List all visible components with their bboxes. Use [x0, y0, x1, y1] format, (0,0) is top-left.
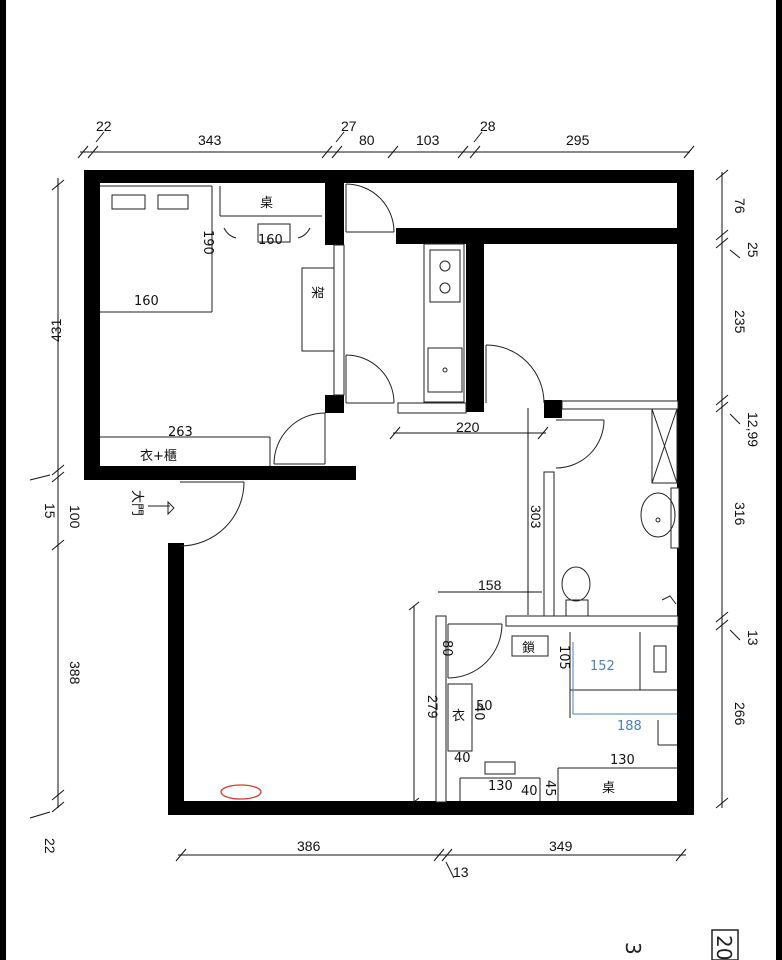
- safe-label: 鎖: [522, 640, 535, 656]
- svg-text:235: 235: [732, 310, 748, 334]
- svg-text:22: 22: [96, 118, 112, 134]
- wardrobe-width-small-label: 50: [476, 699, 493, 714]
- corner-marks: 3 20: [621, 929, 739, 960]
- desk-width-label: 160: [258, 233, 283, 248]
- svg-text:431: 431: [48, 318, 64, 342]
- svg-text:25: 25: [745, 242, 761, 258]
- svg-text:3: 3: [621, 942, 645, 955]
- svg-text:266: 266: [732, 702, 748, 726]
- svg-text:295: 295: [566, 132, 590, 148]
- shelf-label: 架: [309, 286, 324, 299]
- photo-left-edge: [0, 0, 6, 960]
- doors: [179, 183, 605, 679]
- svg-text:316: 316: [732, 502, 748, 526]
- wardrobe-width-label: 263: [168, 425, 193, 440]
- svg-text:220: 220: [456, 419, 480, 435]
- dresser-width-label: 130: [610, 753, 635, 768]
- dimension-labels-top: 22 343 27 80 103 28 295: [96, 118, 590, 148]
- svg-text:22: 22: [42, 838, 58, 854]
- svg-text:386: 386: [297, 838, 321, 854]
- svg-text:388: 388: [67, 661, 83, 685]
- svg-text:13: 13: [745, 630, 761, 646]
- svg-text:343: 343: [198, 132, 222, 148]
- red-marker-circle: [220, 784, 262, 800]
- svg-text:27: 27: [341, 118, 357, 134]
- photo-right-edge: [776, 0, 782, 960]
- svg-text:76: 76: [732, 198, 748, 214]
- main-door-label: 大門: [129, 490, 144, 516]
- svg-text:349: 349: [549, 838, 573, 854]
- svg-text:103: 103: [416, 132, 440, 148]
- shelf-small-depth-label: 40: [471, 704, 486, 721]
- walls: [84, 170, 694, 815]
- bed-small-length-blue-label: 188: [617, 719, 642, 734]
- svg-text:13: 13: [453, 864, 469, 880]
- bed-width-label: 160: [134, 294, 159, 309]
- svg-text:80: 80: [359, 132, 375, 148]
- desk2-label: 桌: [602, 781, 615, 796]
- wardrobe-label: 衣+櫃: [140, 448, 177, 464]
- bed-small-width-blue-label: 152: [590, 659, 615, 674]
- svg-text:303: 303: [528, 505, 544, 529]
- blue-bed-outline: [572, 642, 677, 715]
- handwritten-labels: 桌 160 190 160 架 263 衣+櫃 大門 80 衣 50 40 鎖 …: [129, 196, 642, 799]
- dimension-labels-left: 431 15 100 388 22: [42, 318, 83, 853]
- door-width-small-label: 80: [439, 640, 454, 657]
- svg-text:15: 15: [42, 503, 58, 519]
- dimension-lines: [29, 131, 741, 879]
- svg-text:279: 279: [425, 695, 441, 719]
- svg-text:20: 20: [712, 935, 736, 960]
- svg-text:100: 100: [67, 505, 83, 529]
- svg-text:28: 28: [480, 118, 496, 134]
- svg-text:158: 158: [478, 577, 502, 593]
- desk2-depth-label: 45: [542, 780, 557, 797]
- dresser-depth-label: 40: [521, 784, 538, 799]
- bed-length-label: 190: [200, 230, 215, 255]
- bed-small-length-label: 105: [556, 645, 571, 670]
- bedroom2-wardrobe-depth-label: 40: [454, 751, 471, 766]
- svg-text:12,99: 12,99: [745, 412, 761, 447]
- dimension-labels-right: 76 25 235 12,99 316 13 266: [732, 198, 761, 726]
- dimension-labels-interior: 220 303 158 279: [425, 419, 544, 719]
- furniture: [100, 185, 678, 801]
- bedroom2-wardrobe-label: 衣: [452, 708, 465, 724]
- desk-label: 桌: [260, 196, 273, 211]
- dimension-labels-bottom: 386 13 349: [297, 838, 573, 880]
- desk2-width-label: 130: [488, 779, 513, 794]
